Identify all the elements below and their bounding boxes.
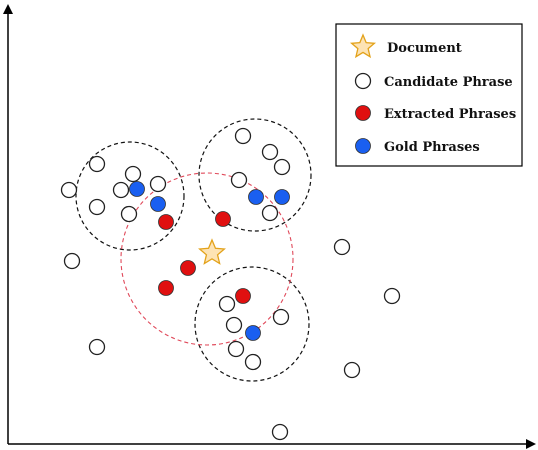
gold-phrase [248,189,264,205]
gold-phrase [274,189,290,205]
candidate-phrase [120,205,138,223]
candidate-phrase [244,353,262,371]
candidate-phrase [60,181,78,199]
legend-candidate-circle-icon [354,72,372,90]
candidate-phrase [333,238,351,256]
gold-phrase [245,325,261,341]
extracted-phrases [158,211,251,304]
candidate-phrase [261,204,279,222]
candidate-phrase [383,287,401,305]
cluster-region-top-right [198,118,312,232]
extracted-phrase [158,214,174,230]
candidate-phrase [88,338,106,356]
candidate-phrase [230,171,248,189]
candidate-phrase [149,175,167,193]
candidate-phrase [271,423,289,441]
legend-extracted-dot-icon [355,105,371,121]
candidate-phrase [63,252,81,270]
candidate-phrase [343,361,361,379]
candidate-phrase [234,127,252,145]
extracted-phrase [215,211,231,227]
candidate-phrase [88,155,106,173]
document-star-icon [198,238,226,265]
candidate-phrase [225,316,243,334]
legend-candidate-label: Candidate Phrase [384,75,513,90]
candidate-phrase [112,181,130,199]
cluster-region-bottom [194,266,310,382]
gold-phrases [129,181,290,341]
extracted-phrase [180,260,196,276]
candidate-phrase [272,308,290,326]
legend-document-star-icon [349,33,377,59]
document-radius-region [120,172,294,346]
gold-phrase [150,196,166,212]
legend-extracted-label: Extracted Phrases [384,107,516,122]
extracted-phrase [158,280,174,296]
gold-phrase [129,181,145,197]
legend: Document Candidate Phrase Extracted Phra… [335,23,523,167]
candidate-phrase [124,165,142,183]
cluster-region-top-left [75,141,185,251]
candidate-phrase [227,340,245,358]
candidate-phrase [88,198,106,216]
legend-document-label: Document [387,41,462,56]
legend-gold-dot-icon [355,138,371,154]
candidate-phrase [218,295,236,313]
legend-gold-label: Gold Phrases [384,140,480,155]
candidate-phrases [60,127,401,441]
candidate-phrase [273,158,291,176]
extracted-phrase [235,288,251,304]
candidate-phrase [261,143,279,161]
